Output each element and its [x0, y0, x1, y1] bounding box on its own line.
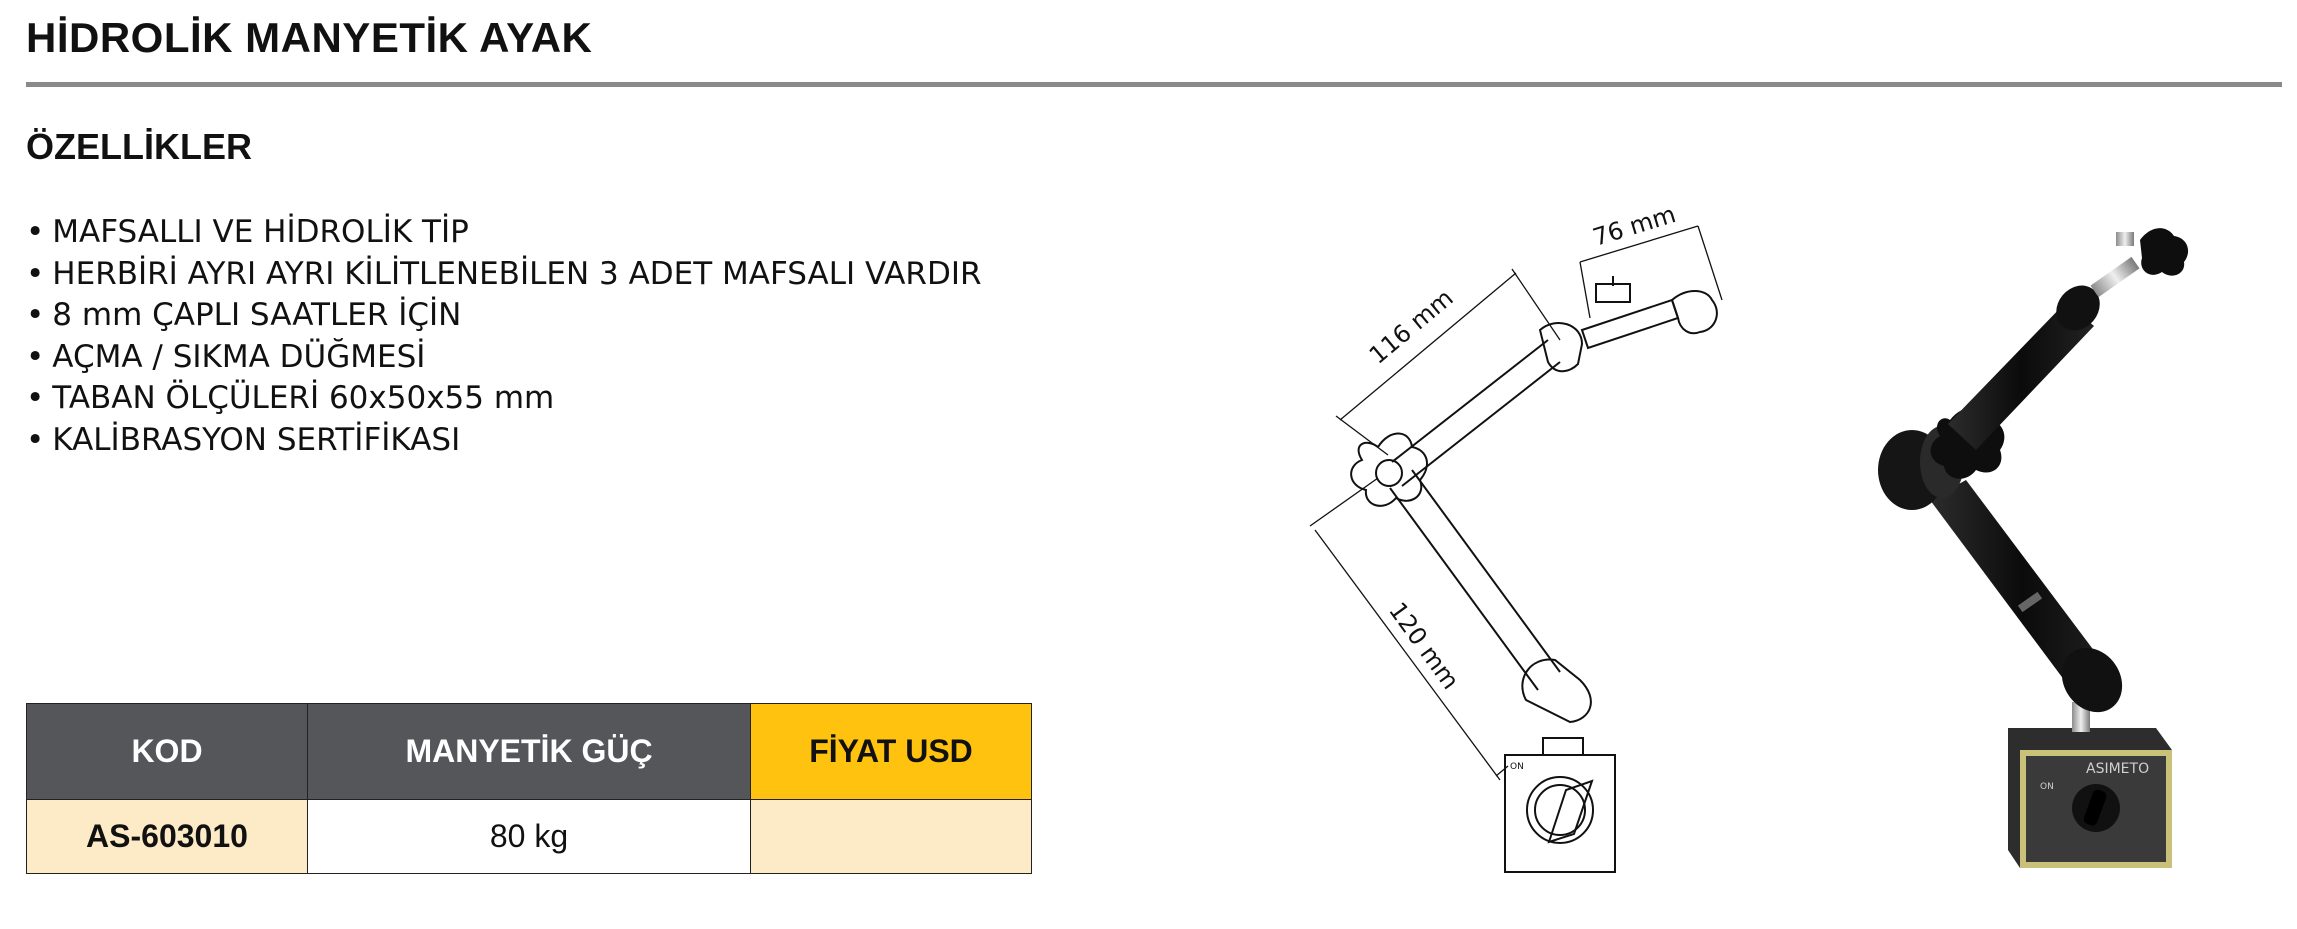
feature-item: TABAN ÖLÇÜLERİ 60x50x55 mm	[26, 378, 982, 420]
header-code: KOD	[26, 703, 308, 800]
page-title: HİDROLİK MANYETİK AYAK	[26, 14, 593, 61]
brand-label: ASIMETO	[2086, 761, 2149, 777]
product-table: KOD MANYETİK GÜÇ FİYAT USD AS-603010 80 …	[26, 703, 1032, 874]
tip-clamp	[2090, 256, 2140, 298]
tip-holder	[1580, 298, 1680, 350]
feature-list: MAFSALLI VE HİDROLİK TİP HERBİRİ AYRI AY…	[26, 212, 982, 462]
drawing-switch-label: ON	[1510, 762, 1524, 772]
dim-lower-arm-label: 120 mm	[1383, 597, 1465, 695]
title-divider	[26, 82, 2282, 87]
header-price: FİYAT USD	[750, 703, 1032, 800]
product-photo: ASIMETO ON	[1878, 228, 2189, 868]
lower-arm	[1930, 480, 2116, 704]
cell-magnetic-force: 80 kg	[307, 799, 751, 874]
tip-knob	[2140, 228, 2189, 276]
table-row: AS-603010 80 kg	[26, 799, 1032, 874]
dim-tip-label: 76 mm	[1590, 200, 1679, 252]
feature-item: 8 mm ÇAPLI SAATLER İÇİN	[26, 295, 982, 337]
cell-code: AS-603010	[26, 799, 308, 874]
star-knob	[1350, 432, 1428, 507]
dim-line-tip	[1579, 225, 1699, 263]
table-header-row: KOD MANYETİK GÜÇ FİYAT USD	[26, 703, 1032, 800]
lower-joint	[1521, 658, 1592, 724]
dim-line-lower	[1314, 529, 1501, 781]
feature-item: HERBİRİ AYRI AYRI KİLİTLENEBİLEN 3 ADET …	[26, 254, 981, 296]
photo-switch-label: ON	[2040, 782, 2054, 792]
upper-joint	[1538, 321, 1584, 373]
dim-upper-arm-label: 116 mm	[1364, 284, 1459, 370]
feature-item: MAFSALLI VE HİDROLİK TİP	[26, 212, 982, 254]
cell-price	[750, 799, 1032, 874]
section-title: ÖZELLİKLER	[26, 126, 252, 167]
feature-item: AÇMA / SIKMA DÜĞMESİ	[26, 337, 982, 379]
feature-item: KALİBRASYON SERTİFİKASI	[26, 420, 982, 462]
header-magnetic-force: MANYETİK GÜÇ	[307, 703, 751, 800]
dim-line-upper	[1339, 272, 1517, 421]
switch-knob	[1526, 776, 1594, 844]
upper-arm	[1948, 302, 2094, 450]
base-block	[1504, 754, 1616, 873]
switch-lever	[1547, 779, 1594, 844]
technical-drawing: 116 mm 120 mm 76 mm ON	[1309, 200, 1723, 873]
